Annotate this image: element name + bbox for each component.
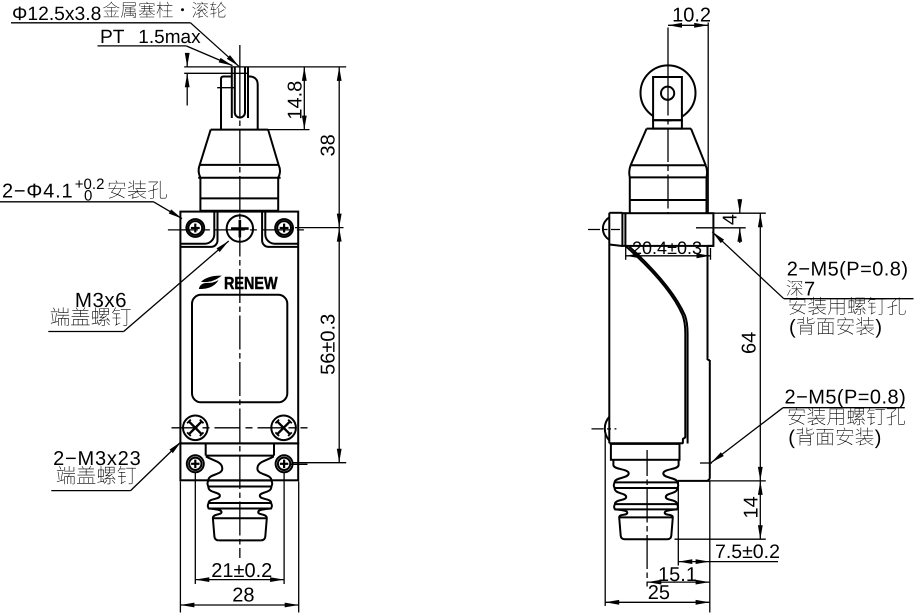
- svg-text:4: 4: [720, 214, 742, 225]
- svg-text:(: (: [788, 427, 795, 449]
- svg-text:21±0.2: 21±0.2: [211, 560, 272, 582]
- svg-text:2−M5(P=0.8): 2−M5(P=0.8): [787, 259, 909, 281]
- svg-text:64: 64: [739, 332, 761, 354]
- svg-text:Φ12.5x3.8: Φ12.5x3.8: [12, 4, 101, 25]
- svg-text:PT: PT: [100, 27, 125, 48]
- svg-text:38: 38: [318, 134, 340, 156]
- svg-text:1.5max: 1.5max: [138, 27, 201, 48]
- svg-text:10.2: 10.2: [672, 5, 711, 27]
- svg-text:): ): [875, 317, 882, 339]
- svg-text:14: 14: [741, 496, 763, 518]
- svg-text:25: 25: [648, 582, 670, 604]
- svg-text:2−Φ4.1: 2−Φ4.1: [2, 180, 73, 202]
- svg-text:14.8: 14.8: [285, 81, 307, 120]
- svg-text:7.5±0.2: 7.5±0.2: [715, 541, 780, 563]
- svg-text:): ): [875, 427, 882, 449]
- svg-text:M3x6: M3x6: [75, 289, 127, 312]
- svg-text:2−M5(P=0.8): 2−M5(P=0.8): [785, 387, 907, 409]
- svg-text:(: (: [789, 317, 796, 339]
- svg-text:15.1: 15.1: [658, 564, 697, 586]
- svg-text:28: 28: [232, 585, 254, 607]
- svg-text:56±0.3: 56±0.3: [318, 314, 340, 375]
- svg-text:RENEW: RENEW: [224, 273, 278, 293]
- svg-text:20.4±0.3: 20.4±0.3: [632, 238, 702, 258]
- svg-text:+0.2: +0.2: [75, 176, 105, 193]
- svg-text:2−M3x23: 2−M3x23: [53, 448, 141, 470]
- svg-text:0: 0: [84, 187, 92, 204]
- svg-text:7: 7: [804, 278, 815, 300]
